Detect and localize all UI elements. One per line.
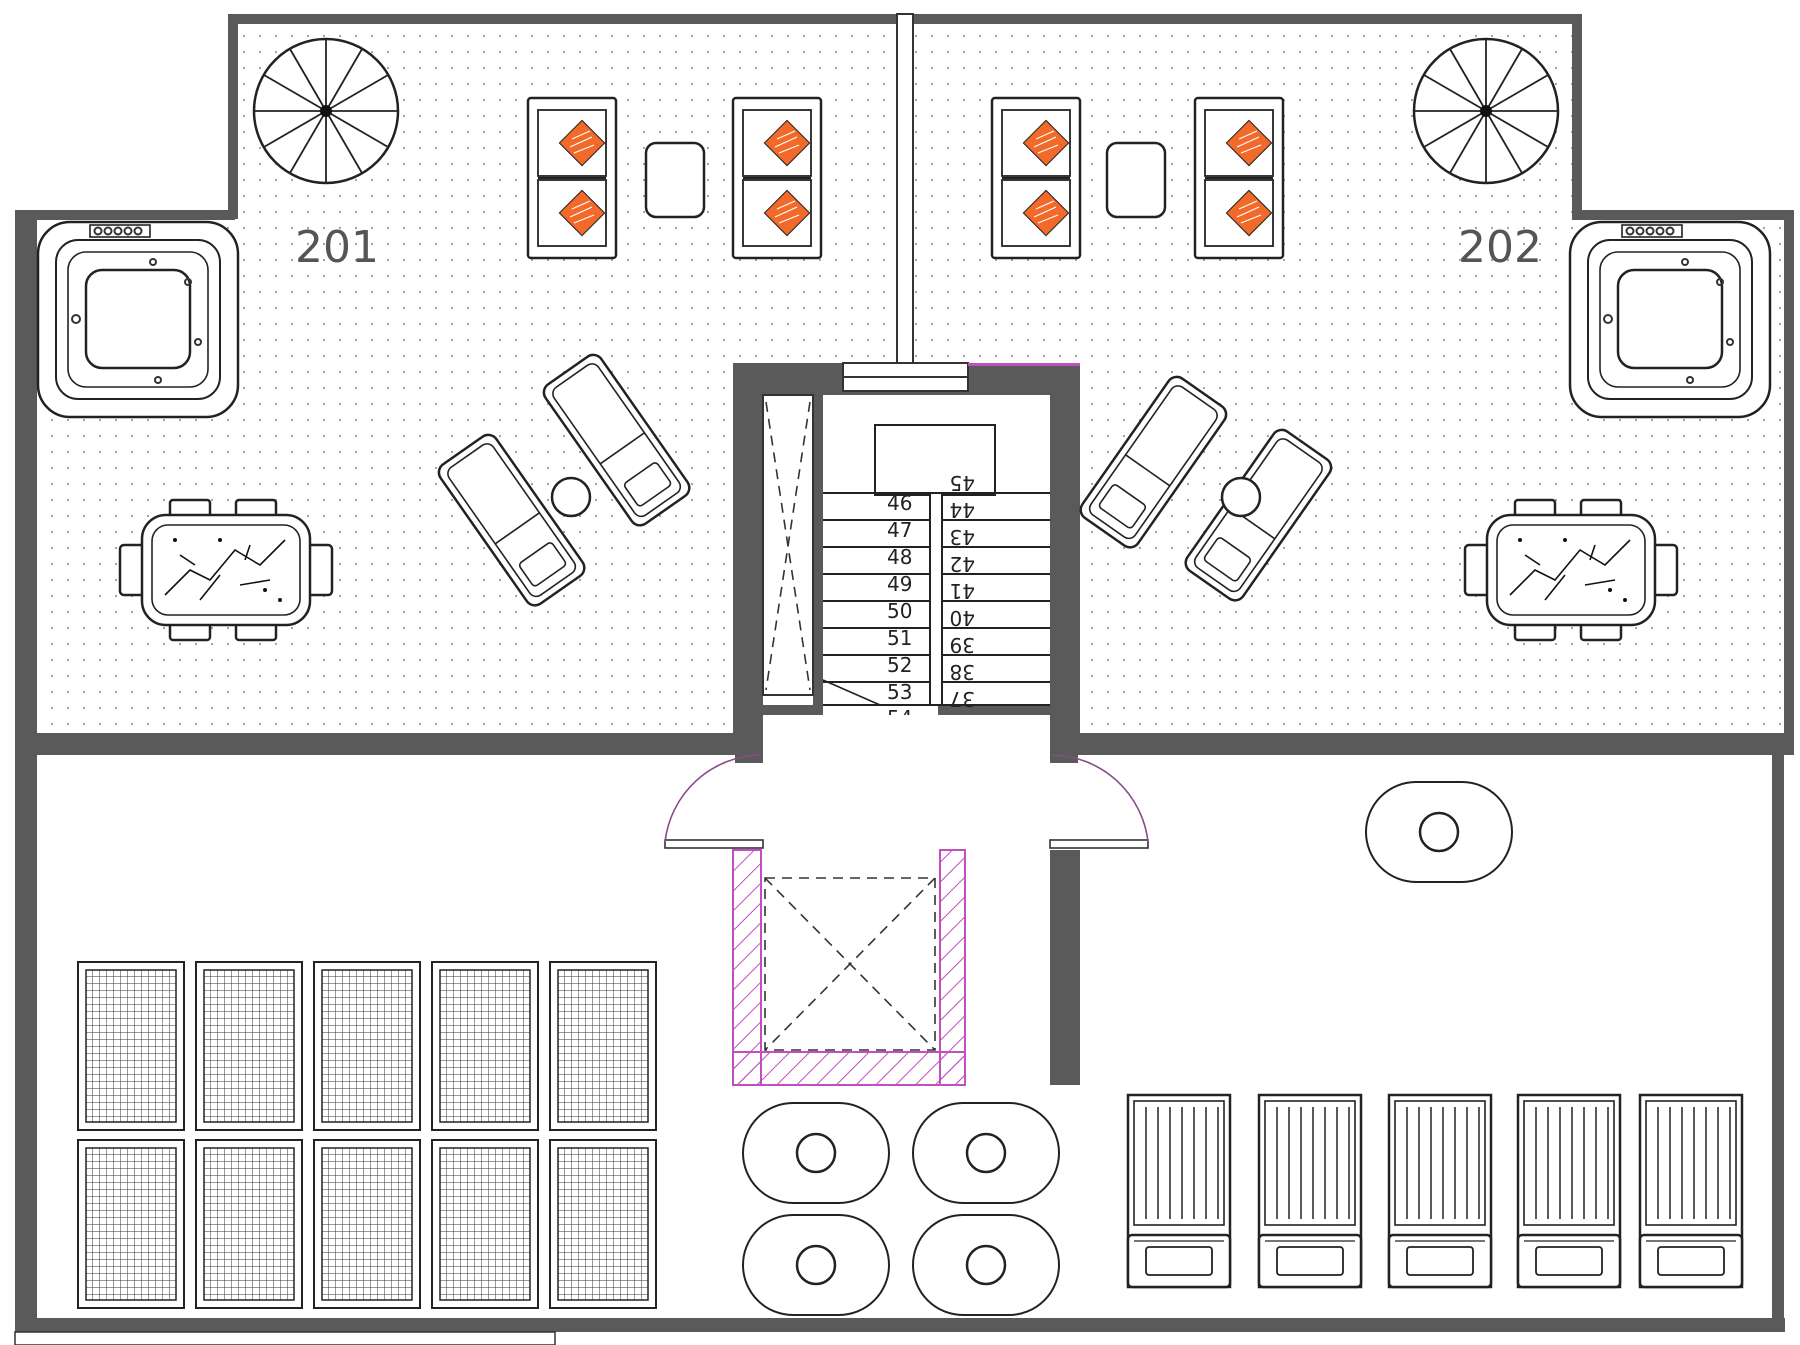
solar-panel-icon [431,1139,539,1309]
staircase: 46 47 48 49 50 51 52 53 54 45 44 43 42 4… [822,395,1050,730]
ac-unit-icon [911,1101,1061,1205]
step-number: 52 [887,653,912,677]
unit-divider [896,13,914,395]
sofa-icon [992,98,1080,258]
hot-tub-icon [1568,220,1772,419]
step-number: 49 [887,572,912,596]
step-number: 37 [950,687,975,711]
spiral-staircase-icon [252,37,400,185]
step-number: 38 [950,660,975,684]
sun-lounger-icon [1638,1093,1744,1289]
ac-unit-icon [911,1213,1061,1317]
step-number: 47 [887,518,912,542]
coffee-table-icon [644,141,706,219]
sofa-icon [1195,98,1283,258]
coffee-table-icon [1105,141,1167,219]
solar-panel-icon [549,1139,657,1309]
step-number: 53 [887,680,912,704]
elevator-shaft-icon [764,877,936,1051]
ac-unit-icon [741,1213,891,1317]
ac-unit-icon [1364,780,1514,884]
hot-tub-icon [36,220,240,419]
step-number: 39 [950,633,975,657]
step-number: 43 [950,525,975,549]
step-number: 48 [887,545,912,569]
terrace-floor [38,22,1790,733]
exterior-walls [15,14,1794,1332]
solar-panel-icon [313,961,421,1131]
step-number: 42 [950,552,975,576]
sun-lounger-icon [1387,1093,1493,1289]
ac-unit-icon [741,1101,891,1205]
solar-panel-icon [195,961,303,1131]
sofa-icon [528,98,616,258]
solar-panel-icon [313,1139,421,1309]
dining-table-icon [118,498,334,642]
solar-panel-icon [431,961,539,1131]
step-number: 40 [950,606,975,630]
door-swing-icon [664,754,764,849]
step-number: 50 [887,599,912,623]
spiral-staircase-icon [1412,37,1560,185]
landing [664,715,1149,1086]
unit-label-201: 201 [295,222,379,273]
roof-loungers [1126,1093,1744,1289]
step-number: 51 [887,626,912,650]
sun-lounger-icon [1257,1093,1363,1289]
side-table-icon [1220,476,1262,518]
unit-label-202: 202 [1458,222,1542,273]
solar-panel-icon [195,1139,303,1309]
step-number: 44 [950,498,975,522]
solar-panel-icon [77,961,185,1131]
sun-lounger-icon [1516,1093,1622,1289]
step-number: 46 [887,491,912,515]
solar-panel-icon [77,1139,185,1309]
sun-lounger-icon [1126,1093,1232,1289]
sofa-icon [733,98,821,258]
bottom-edge [14,1331,556,1345]
door-swing-icon [1049,754,1149,849]
side-table-icon [550,476,592,518]
step-number: 45 [950,471,975,495]
solar-panel-icon [549,961,657,1131]
step-number: 41 [950,579,975,603]
dining-table-icon [1463,498,1679,642]
